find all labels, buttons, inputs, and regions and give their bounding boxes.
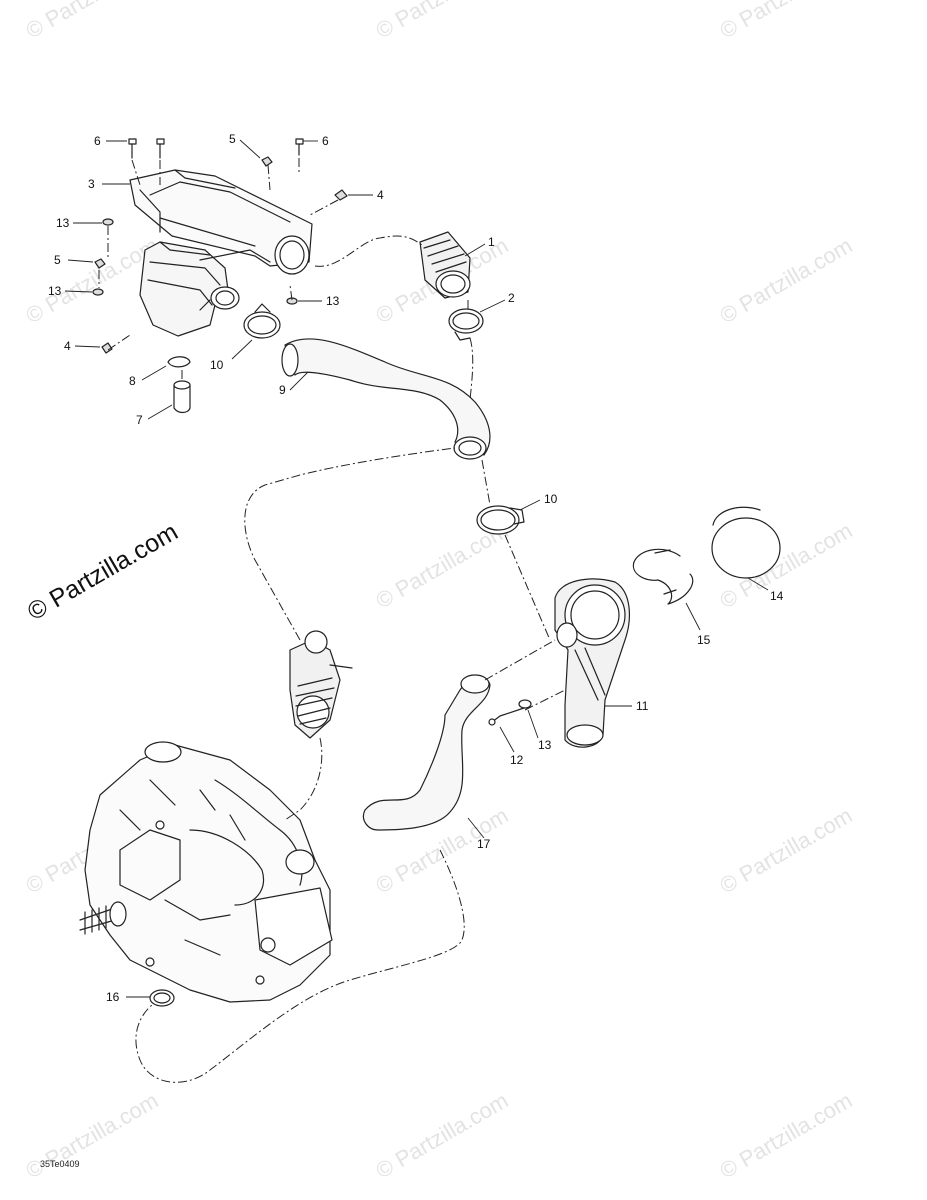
nut-part-5 (94, 156, 273, 269)
intake-hose-part-9 (281, 338, 491, 460)
callout-13-d: 13 (538, 738, 552, 752)
adapter-boot-part-1 (419, 231, 471, 299)
callout-9: 9 (279, 383, 286, 397)
spring-clip-part-8 (167, 356, 191, 368)
drain-cap-part-7 (173, 380, 191, 414)
retaining-ring-part-15 (632, 548, 694, 605)
callout-5-left: 5 (54, 253, 61, 267)
callout-10-upper: 10 (210, 358, 224, 372)
screw-part-12 (488, 707, 525, 726)
callout-15: 15 (697, 633, 711, 647)
callout-6-left: 6 (94, 134, 101, 148)
callout-8: 8 (129, 374, 136, 388)
cover-part-14 (711, 506, 781, 579)
washer-part-13 (92, 218, 532, 709)
clamp-part-2 (448, 308, 484, 341)
airbox-cover (129, 169, 313, 275)
callout-4-top: 4 (377, 188, 384, 202)
callout-11: 11 (636, 699, 649, 713)
callout-2: 2 (508, 291, 515, 305)
hose-part-17 (362, 674, 491, 831)
callout-6-right: 6 (322, 134, 329, 148)
clamp-part-10-upper (243, 303, 281, 339)
leader-lines (64, 139, 769, 998)
callout-4-left: 4 (64, 339, 71, 353)
callout-12: 12 (510, 753, 524, 767)
callout-3: 3 (88, 177, 95, 191)
callout-5-top: 5 (229, 132, 236, 146)
screw-part-6 (128, 138, 304, 159)
callout-17: 17 (477, 837, 491, 851)
clamp-part-16 (149, 989, 175, 1007)
engine (79, 741, 333, 1003)
connector-lines (98, 158, 566, 1083)
callout-16: 16 (106, 990, 120, 1004)
callout-labels: 6 6 5 3 4 13 5 13 13 1 2 4 8 10 9 7 10 1… (48, 132, 784, 1004)
callout-10-lower: 10 (544, 492, 558, 506)
callout-7: 7 (136, 413, 143, 427)
clip-part-4 (101, 189, 348, 354)
drawing-code: 35Te0409 (40, 1159, 80, 1169)
airbox-housing (139, 241, 271, 337)
callout-1: 1 (488, 235, 495, 249)
callout-13-c: 13 (326, 294, 340, 308)
callout-14: 14 (770, 589, 784, 603)
callout-13-b: 13 (48, 284, 62, 298)
clamp-part-10-lower (476, 505, 525, 535)
air-inlet-part-11 (554, 578, 630, 748)
breather-valve (289, 630, 353, 739)
callout-13-a: 13 (56, 216, 70, 230)
